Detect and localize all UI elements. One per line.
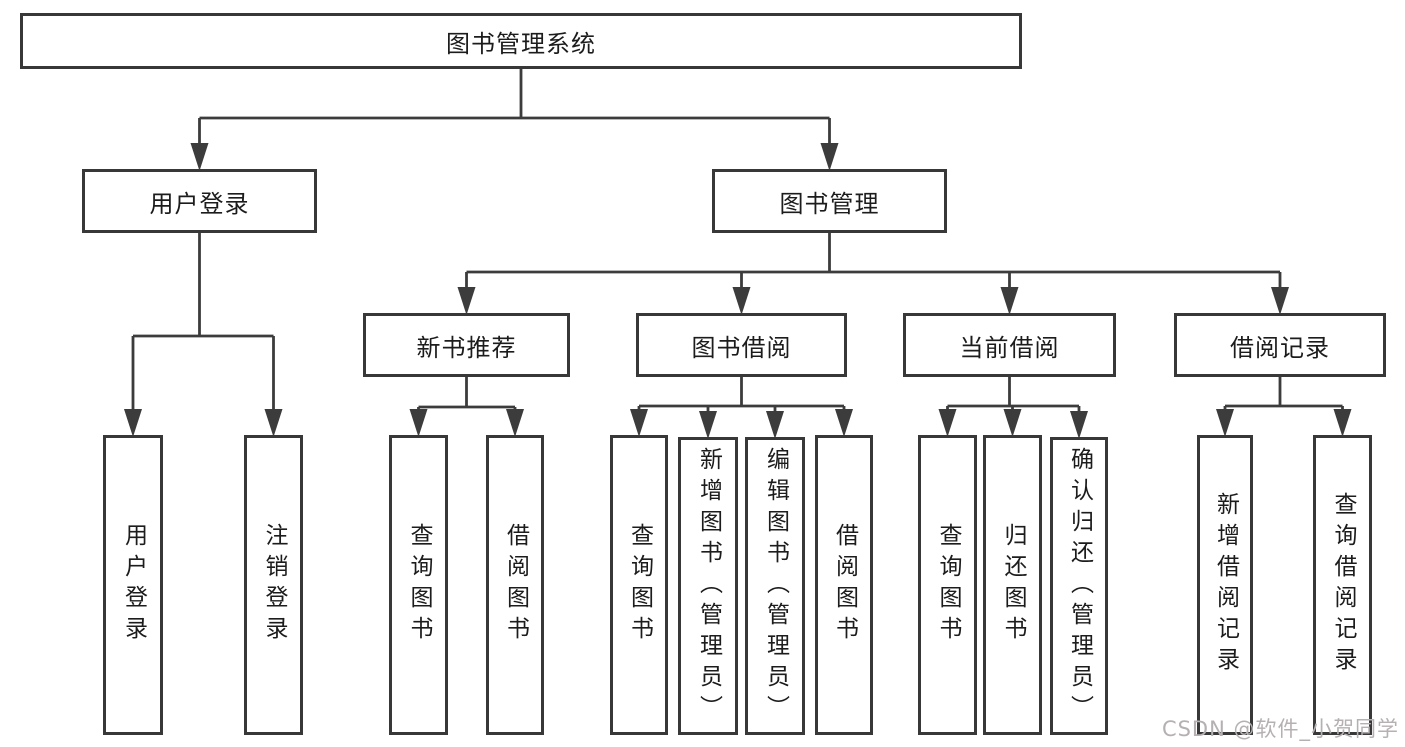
edge-user-login [131, 233, 275, 413]
node-label-current-borrow: 当前借阅 [959, 333, 1060, 362]
node-leaf-logout: 注销登录 [244, 435, 303, 735]
node-leaf-query-book-2: 查询图书 [610, 435, 668, 735]
arrow-head-icon [1271, 287, 1289, 315]
node-label-leaf-edit-book: 编辑图书（管理员） [762, 446, 789, 726]
arrow-head-icon [190, 143, 209, 171]
node-label-leaf-confirm-return: 确认归还（管理员） [1066, 446, 1093, 726]
node-label-leaf-logout: 注销登录 [261, 523, 287, 647]
node-leaf-edit-book: 编辑图书（管理员） [745, 437, 805, 735]
node-label-leaf-add-book: 新增图书（管理员） [695, 446, 722, 726]
node-leaf-borrow-book-2: 借阅图书 [815, 435, 873, 735]
node-label-leaf-query-book-2: 查询图书 [626, 523, 653, 647]
node-book-borrow: 图书借阅 [636, 313, 847, 377]
node-label-book-borrow: 图书借阅 [691, 333, 792, 362]
arrow-head-icon [124, 409, 142, 437]
node-leaf-add-book: 新增图书（管理员） [678, 437, 738, 735]
arrow-head-icon [938, 409, 957, 437]
arrow-head-icon [1070, 411, 1088, 439]
node-label-leaf-add-record: 新增借阅记录 [1212, 492, 1239, 678]
edge-root [198, 69, 831, 147]
arrow-head-icon [835, 409, 853, 437]
node-new-book-recommend: 新书推荐 [363, 313, 570, 377]
arrow-head-icon [1003, 409, 1022, 437]
node-leaf-query-record: 查询借阅记录 [1313, 435, 1372, 735]
node-label-leaf-borrow-book-1: 借阅图书 [502, 523, 529, 647]
arrow-head-icon [264, 409, 283, 437]
node-label-borrow-records: 借阅记录 [1230, 333, 1330, 362]
arrow-head-icon [766, 411, 784, 439]
node-leaf-query-book-3: 查询图书 [918, 435, 977, 735]
node-borrow-records: 借阅记录 [1174, 313, 1386, 377]
arrow-head-icon [457, 287, 476, 315]
arrow-head-icon [1333, 409, 1352, 437]
arrow-head-icon [732, 287, 751, 315]
node-label-root: 图书管理系统 [446, 29, 596, 58]
node-root: 图书管理系统 [20, 13, 1022, 69]
arrow-head-icon [630, 409, 648, 437]
node-leaf-confirm-return: 确认归还（管理员） [1050, 437, 1108, 735]
node-leaf-user-login: 用户登录 [103, 435, 163, 735]
node-label-leaf-query-record: 查询借阅记录 [1330, 492, 1356, 678]
edge-book-borrow [637, 377, 846, 415]
node-current-borrow: 当前借阅 [903, 313, 1116, 377]
node-leaf-query-book-1: 查询图书 [389, 435, 448, 735]
arrow-head-icon [409, 409, 428, 437]
arrow-head-icon [699, 411, 717, 439]
node-label-leaf-borrow-book-2: 借阅图书 [831, 523, 858, 647]
arrow-head-icon [1000, 287, 1019, 315]
edge-new-book-recommend [417, 377, 517, 413]
node-book-management: 图书管理 [712, 169, 947, 233]
node-label-new-book-recommend: 新书推荐 [416, 333, 517, 362]
edge-current-borrow [946, 377, 1081, 415]
arrow-head-icon [1216, 409, 1234, 437]
edge-borrow-records [1223, 377, 1344, 413]
arrow-head-icon [820, 143, 839, 171]
node-leaf-return-book: 归还图书 [983, 435, 1042, 735]
node-label-leaf-return-book: 归还图书 [1000, 523, 1026, 647]
node-label-leaf-query-book-3: 查询图书 [935, 523, 961, 647]
edge-book-management [465, 233, 1282, 291]
node-label-user-login: 用户登录 [149, 189, 250, 218]
node-user-login: 用户登录 [82, 169, 317, 233]
node-label-leaf-query-book-1: 查询图书 [406, 523, 432, 647]
node-leaf-borrow-book-1: 借阅图书 [486, 435, 544, 735]
node-label-book-management: 图书管理 [779, 189, 880, 218]
node-label-leaf-user-login: 用户登录 [120, 523, 147, 647]
arrow-head-icon [506, 409, 524, 437]
node-leaf-add-record: 新增借阅记录 [1197, 435, 1253, 735]
